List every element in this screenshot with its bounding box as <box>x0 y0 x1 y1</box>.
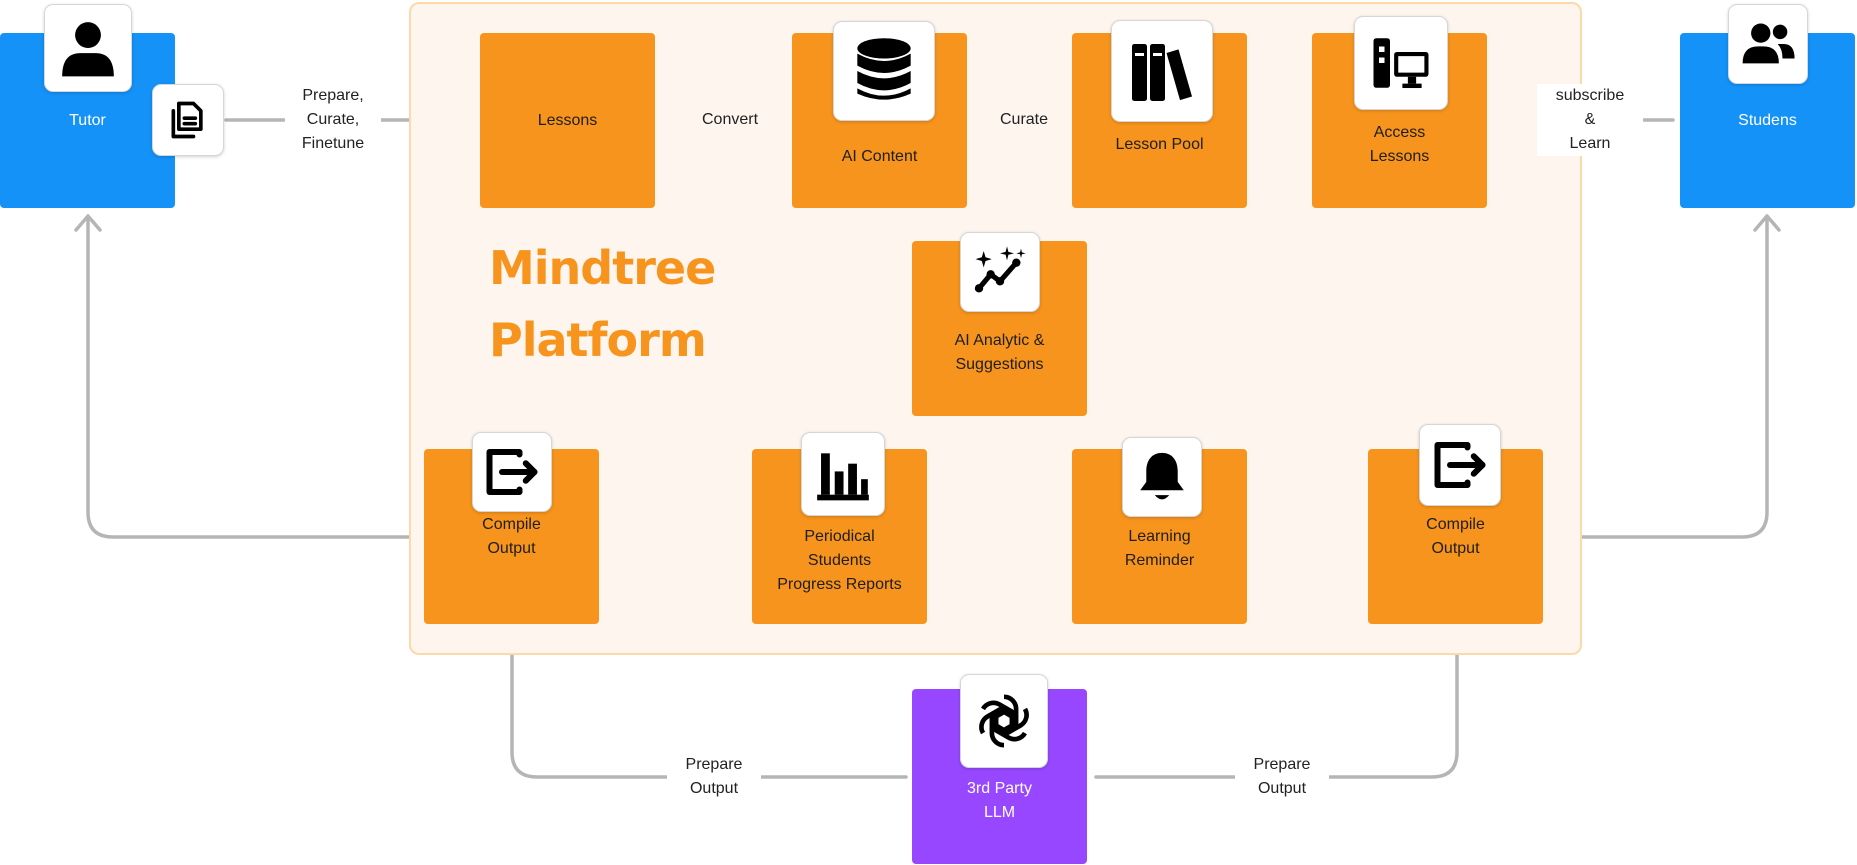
edge-label-prepare-output-right: Prepare Output <box>1235 753 1329 801</box>
edge-label-convert: Convert <box>685 108 775 132</box>
edge-label-curate: Curate <box>985 108 1063 132</box>
arrowhead <box>74 214 102 232</box>
openai-logo-icon <box>960 674 1048 768</box>
learning-reminder-label: Learning Reminder <box>1124 528 1195 569</box>
students-label: Studens <box>1738 112 1797 129</box>
database-icon <box>833 21 935 121</box>
ai-analytic-label: AI Analytic & Suggestions <box>954 332 1045 373</box>
edge-llm-to-compile-right <box>1094 632 1459 779</box>
arrowhead <box>1753 214 1781 232</box>
lessons-node[interactable]: Lessons <box>480 33 655 208</box>
users-icon <box>1728 4 1808 84</box>
edge-label-prepare-output-left: Prepare Output <box>667 753 761 801</box>
user-icon <box>44 4 132 92</box>
bell-icon <box>1122 437 1202 517</box>
export-icon <box>1419 424 1501 506</box>
llm-label: 3rd Party LLM <box>967 780 1032 821</box>
edge-compile-left-to-tutor <box>86 216 420 539</box>
edge-label-prepare-curate: Prepare, Curate, Finetune <box>285 84 381 156</box>
compile-output-left-label: Compile Output <box>482 516 541 557</box>
bar-chart-icon <box>801 432 885 516</box>
edge-label-subscribe-learn: subscribe & Learn <box>1537 84 1643 156</box>
platform-title: Mindtree Platform <box>489 241 716 367</box>
ai-content-label: AI Content <box>841 148 918 165</box>
edge-llm-to-compile-left <box>510 632 908 779</box>
sparkle-trend-icon <box>960 232 1040 312</box>
desktop-computer-icon <box>1354 16 1448 110</box>
tutor-label: Tutor <box>69 112 106 129</box>
edge-compile-right-to-students <box>1550 216 1769 539</box>
documents-icon <box>152 84 224 156</box>
compile-output-right-label: Compile Output <box>1426 516 1485 557</box>
books-icon <box>1111 20 1213 122</box>
access-lessons-label: Access Lessons <box>1369 124 1430 165</box>
progress-reports-label: Periodical Students Progress Reports <box>777 528 902 593</box>
lessons-label: Lessons <box>537 112 598 129</box>
lesson-pool-label: Lesson Pool <box>1115 136 1204 153</box>
export-icon <box>472 432 552 512</box>
